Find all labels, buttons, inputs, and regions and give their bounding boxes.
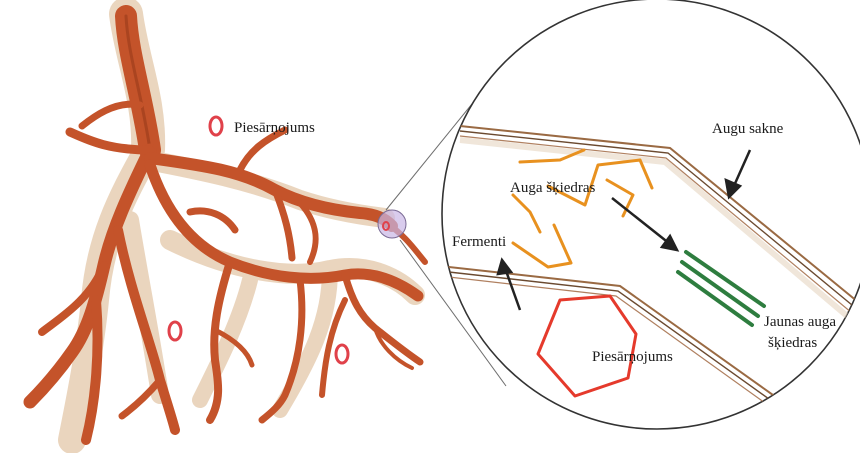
- pollution-particle: [210, 117, 222, 135]
- label-pollution-zoom: Piesārņojums: [592, 349, 673, 365]
- label-plant-root: Augu sakne: [712, 121, 784, 137]
- label-enzymes: Fermenti: [452, 234, 506, 250]
- pollution-particle: [169, 322, 181, 340]
- label-plant-fibers: Auga šķiedras: [510, 180, 596, 196]
- label-new-fibers-line2: šķiedras: [768, 335, 817, 351]
- magnified-spot: [378, 210, 406, 238]
- root-halo: [72, 14, 415, 440]
- label-new-fibers-line1: Jaunas auga: [764, 314, 836, 330]
- label-pollution: Piesārņojums: [234, 120, 315, 136]
- pollution-particle: [336, 345, 348, 363]
- root-system: [30, 14, 425, 440]
